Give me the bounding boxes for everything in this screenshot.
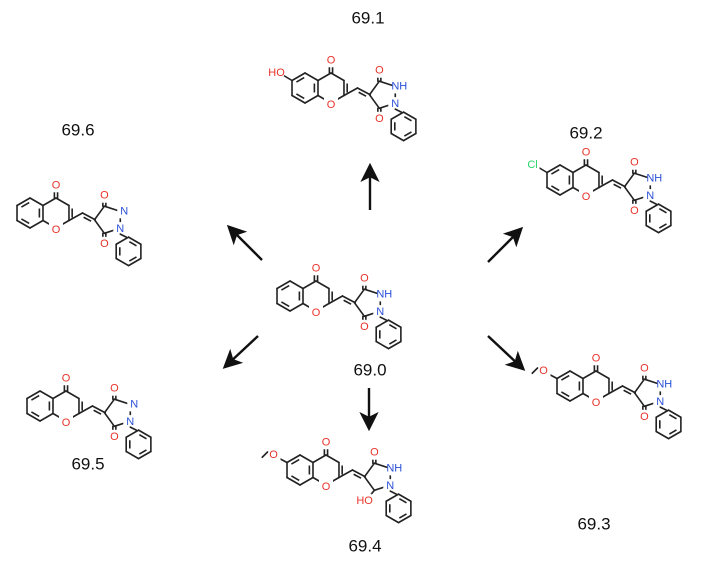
label-69-4: 69.4: [348, 537, 381, 556]
carbonyl-oxygen-label: O: [52, 179, 61, 191]
label-69-2: 69.2: [569, 124, 602, 143]
carbonyl-oxygen-label: O: [322, 436, 331, 448]
structure-69-1: O O HO O O NH N: [268, 53, 417, 142]
ring-nitrogen-label: N: [656, 396, 664, 408]
ring-oxygen-label: O: [582, 191, 591, 203]
hydroxy-label: HO: [356, 495, 373, 507]
ring-carbonyl-oxygen-label: O: [360, 321, 369, 333]
ring-carbonyl-oxygen-label: O: [370, 447, 379, 459]
hydroxy-label: HO: [268, 67, 285, 79]
ring-nitrogen-label: N: [386, 480, 394, 492]
ring-nitrogen-label: NH: [656, 378, 672, 390]
ring-nitrogen-label: NH: [391, 80, 407, 92]
ring-carbonyl-oxygen-label: O: [110, 383, 119, 395]
ring-oxygen-label: O: [327, 99, 336, 111]
label-69-0: 69.0: [353, 361, 386, 380]
arrow-to-69-6: [226, 224, 263, 261]
arrow-to-69-3: [487, 335, 526, 371]
chlorine-label: Cl: [527, 159, 537, 171]
ring-carbonyl-oxygen-label: O: [630, 205, 639, 217]
ring-carbonyl-oxygen-label: O: [640, 363, 649, 375]
label-69-3: 69.3: [577, 515, 610, 534]
ring-carbonyl-oxygen-label: O: [360, 273, 369, 285]
ring-carbonyl-oxygen-label: O: [100, 190, 109, 202]
ring-nitrogen-label: N: [376, 306, 384, 318]
ring-nitrogen-label: N: [116, 223, 124, 235]
ring-oxygen-label: O: [312, 307, 321, 319]
arrow-to-69-5: [222, 335, 259, 369]
carbonyl-oxygen-label: O: [312, 262, 321, 274]
structure-69-4: O O O O HO NH N: [261, 435, 412, 524]
label-69-5: 69.5: [71, 455, 104, 474]
ring-oxygen-label: O: [62, 417, 71, 429]
ring-nitrogen-label: NH: [376, 288, 392, 300]
ring-oxygen-label: O: [322, 481, 331, 493]
ring-carbonyl-oxygen-label: O: [375, 65, 384, 77]
carbonyl-oxygen-label: O: [582, 146, 591, 158]
ring-nitrogen-label: N: [646, 190, 654, 202]
ring-carbonyl-oxygen-label: O: [100, 238, 109, 250]
ring-carbonyl-oxygen-label: O: [110, 431, 119, 443]
ring-nitrogen-label: N: [391, 98, 399, 110]
methoxy-oxygen-label: O: [539, 365, 548, 377]
ring-oxygen-label: O: [52, 224, 61, 236]
ring-nitrogen-label: NH: [386, 462, 402, 474]
label-69-6: 69.6: [61, 121, 94, 140]
carbonyl-oxygen-label: O: [327, 54, 336, 66]
ring-nitrogen-label: N: [126, 416, 134, 428]
carbonyl-oxygen-label: O: [62, 372, 71, 384]
ring-carbonyl-oxygen-label: O: [630, 157, 639, 169]
methoxy-oxygen-label: O: [269, 449, 278, 461]
arrow-to-69-2: [487, 226, 524, 263]
carbonyl-oxygen-label: O: [592, 352, 601, 364]
ring-carbonyl-oxygen-label: O: [640, 411, 649, 423]
ring-nitrogen-label: NH: [646, 172, 662, 184]
ring-nitrogen-label: N: [130, 398, 138, 410]
label-69-1: 69.1: [351, 9, 384, 28]
ring-nitrogen-label: N: [120, 205, 128, 217]
ring-carbonyl-oxygen-label: O: [375, 113, 384, 125]
structure-69-0: O O O O NH N: [276, 261, 402, 350]
structure-69-3: O O O O O NH N: [531, 351, 682, 440]
ring-oxygen-label: O: [592, 397, 601, 409]
